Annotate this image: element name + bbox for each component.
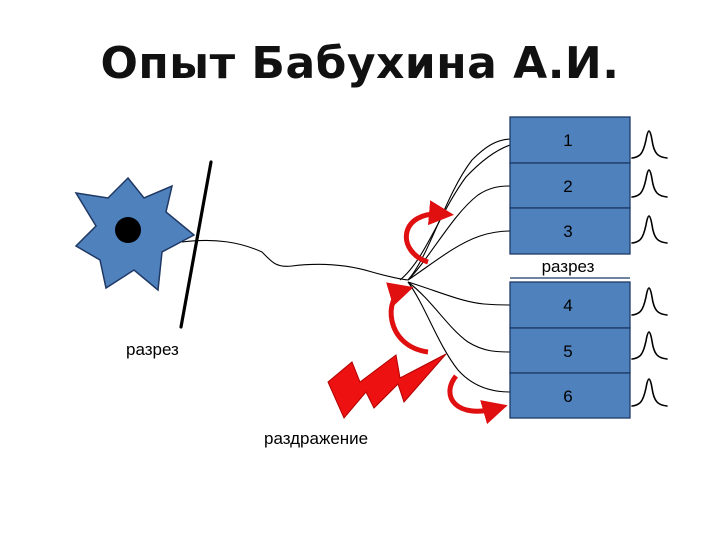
- conduction-arrow-middle: [386, 282, 429, 355]
- stimulus-lightning-icon: [327, 353, 447, 419]
- branch-6: [407, 281, 511, 393]
- branch-3: [407, 230, 511, 281]
- fiber-number-5: 5: [563, 342, 572, 361]
- fiber-number-1: 1: [563, 131, 572, 150]
- branch-1b: [399, 144, 511, 281]
- cut-line-left: [179, 160, 213, 329]
- cut-label-right: разрез: [542, 257, 595, 276]
- fiber-number-6: 6: [563, 387, 572, 406]
- conduction-arrow-upper: [403, 200, 454, 265]
- page-title: Опыт Бабухина А.И.: [100, 38, 620, 89]
- action-potential-spike-5: [631, 331, 668, 360]
- axon: [181, 239, 409, 281]
- conduction-arrow-lower: [447, 374, 508, 425]
- action-potential-spike-3: [631, 215, 668, 244]
- branch-5: [407, 281, 511, 353]
- fiber-box-6: [509, 372, 631, 419]
- action-potential-spike-6: [631, 378, 668, 407]
- branch-4: [407, 281, 511, 306]
- action-potential-spike-1: [631, 130, 668, 159]
- fiber-number-4: 4: [563, 296, 572, 315]
- fiber-box-3: [509, 207, 631, 255]
- stimulus-label: раздражение: [264, 429, 368, 448]
- branch-1: [407, 138, 511, 281]
- fiber-number-2: 2: [563, 177, 572, 196]
- fiber-box-2: [509, 162, 631, 209]
- action-potential-spike-4: [631, 287, 668, 316]
- action-potential-spike-2: [631, 169, 668, 198]
- fiber-box-4: [509, 281, 631, 329]
- branch-2: [407, 185, 511, 281]
- fiber-number-3: 3: [563, 222, 572, 241]
- cut-label-left: разрез: [126, 340, 179, 359]
- fiber-box-5: [509, 327, 631, 374]
- neuron-nucleus: [115, 217, 141, 243]
